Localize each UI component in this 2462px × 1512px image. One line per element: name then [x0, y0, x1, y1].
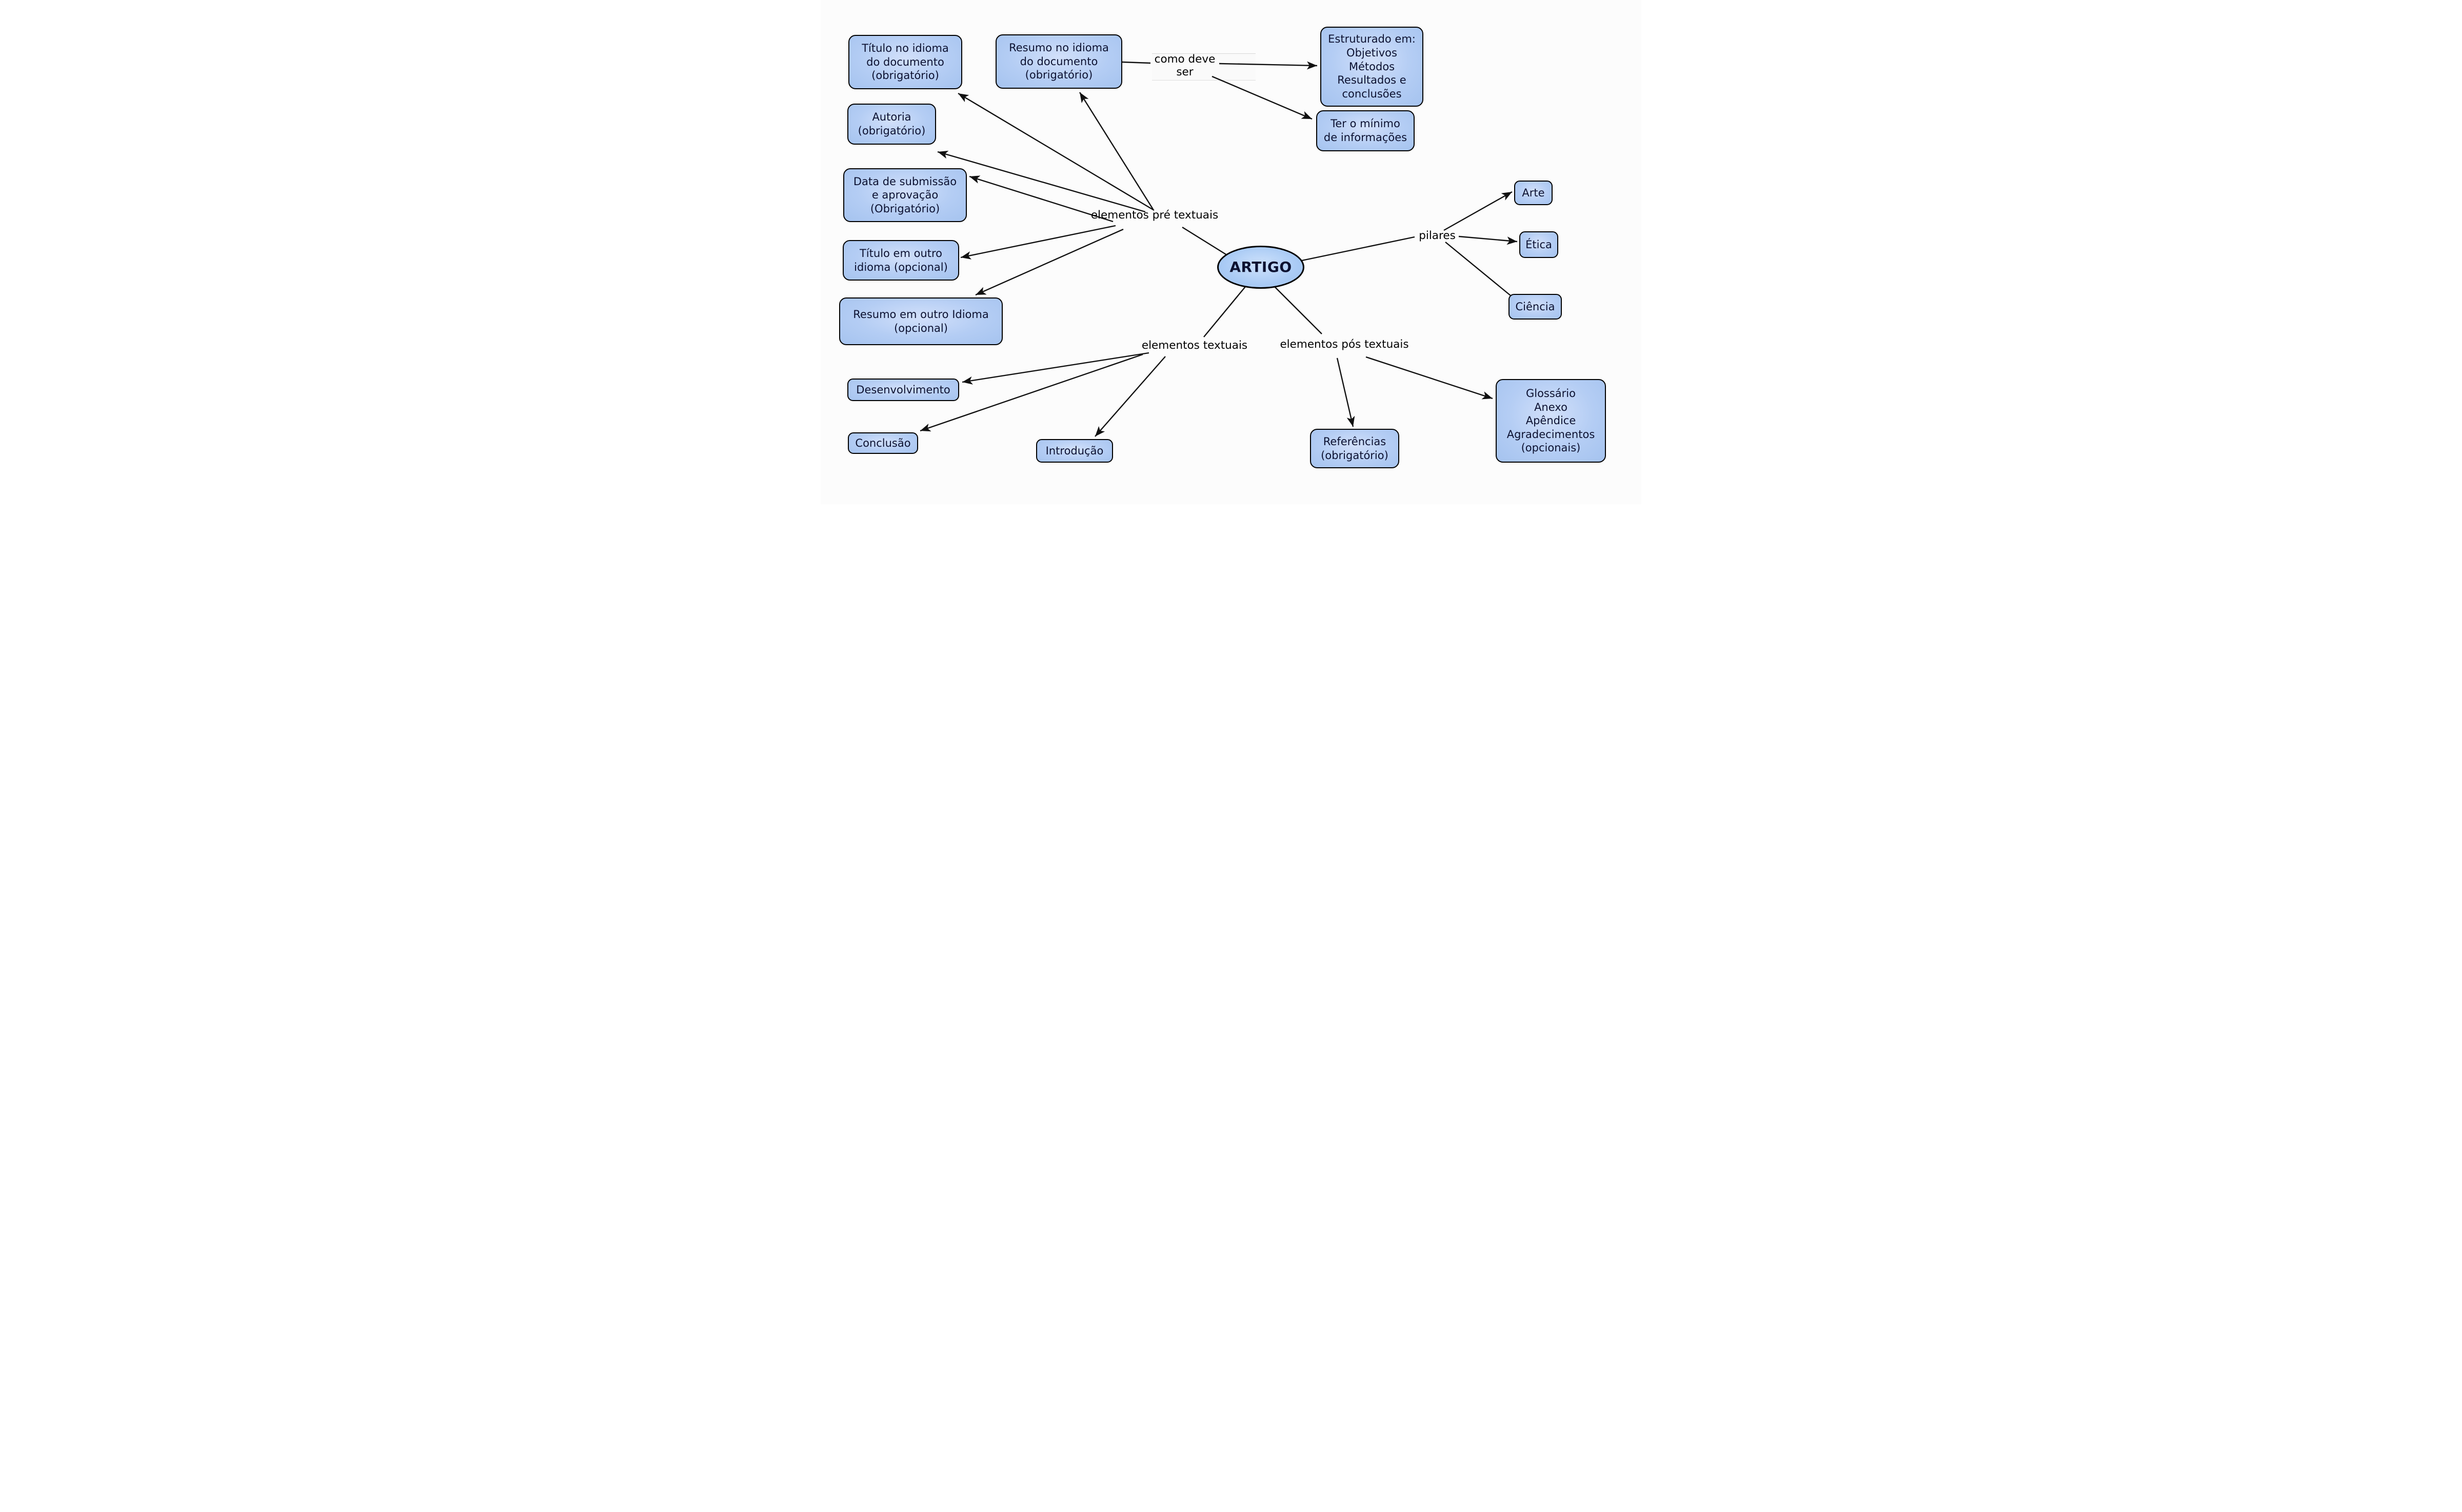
- node-estruturado: Estruturado em: Objetivos Métodos Result…: [1320, 27, 1423, 107]
- node-resumo-idioma: Resumo no idioma do documento (obrigatór…: [996, 34, 1122, 89]
- edge-pre-to-resumo-idioma: [1079, 92, 1154, 210]
- edge-textuais-to-desenvolvimento: [962, 352, 1149, 385]
- connector-lines: [920, 61, 1518, 437]
- edge-artigo-to-textuais: [1203, 286, 1246, 337]
- node-glossario: Glossário Anexo Apêndice Agradecimentos …: [1496, 379, 1606, 463]
- node-autoria: Autoria (obrigatório): [847, 104, 936, 145]
- edge-pilares-to-arte: [1443, 191, 1513, 231]
- node-conclusao: Conclusão: [848, 432, 918, 454]
- edge-pilares-to-etica: [1458, 235, 1518, 245]
- node-titulo-idioma: Título no idioma do documento (obrigatór…: [848, 35, 962, 89]
- edge-comodeveser-to-estruturado: [1219, 61, 1318, 70]
- edge-artigo-to-pos: [1275, 287, 1322, 334]
- node-arte: Arte: [1514, 181, 1553, 205]
- edge-label-textuais: elementos textuais: [1141, 339, 1248, 352]
- node-ter-minimo: Ter o mínimo de informações: [1316, 110, 1415, 151]
- node-ciencia: Ciência: [1508, 294, 1562, 320]
- label-patch: [1152, 53, 1256, 81]
- edge-pos-to-glossario: [1365, 356, 1493, 400]
- edge-pre-to-autoria: [937, 150, 1146, 213]
- edge-pilares-to-ciencia: [1445, 242, 1512, 296]
- edge-textuais-to-introducao: [1095, 356, 1166, 437]
- concept-map-canvas: Título no idioma do documento (obrigatór…: [821, 0, 1641, 504]
- edge-resumo-to-comodeveser: [1122, 61, 1151, 64]
- edge-pre-to-titulo-idioma: [958, 92, 1155, 211]
- node-titulo-outro: Título em outro idioma (opcional): [843, 240, 959, 281]
- edge-pos-to-referencias: [1336, 357, 1355, 427]
- node-referencias: Referências (obrigatório): [1310, 429, 1399, 468]
- node-resumo-outro: Resumo em outro Idioma (opcional): [839, 297, 1003, 345]
- edge-pre-to-titulo-outro: [960, 225, 1116, 260]
- node-desenvolvimento: Desenvolvimento: [847, 379, 959, 401]
- node-introducao: Introdução: [1036, 439, 1113, 463]
- node-data-submissao: Data de submissão e aprovação (Obrigatór…: [843, 168, 967, 222]
- edge-textuais-to-conclusao: [920, 353, 1143, 432]
- edge-pre-to-resumo-outro: [975, 228, 1124, 296]
- edge-label-pos-textuais: elementos pós textuais: [1280, 338, 1409, 351]
- edge-artigo-to-pilares: [1301, 236, 1415, 262]
- edge-label-como-deve-ser: como deve ser: [1154, 53, 1216, 79]
- edge-label-pilares: pilares: [1419, 229, 1456, 242]
- node-artigo: ARTIGO: [1217, 246, 1304, 289]
- node-etica: Ética: [1519, 231, 1558, 258]
- edge-comodeveser-to-terminimo: [1212, 75, 1313, 120]
- edge-artigo-to-pre: [1182, 226, 1229, 257]
- edge-label-pre-textuais: elementos pré textuais: [1090, 209, 1219, 222]
- edge-pre-to-data-submissao: [969, 175, 1114, 223]
